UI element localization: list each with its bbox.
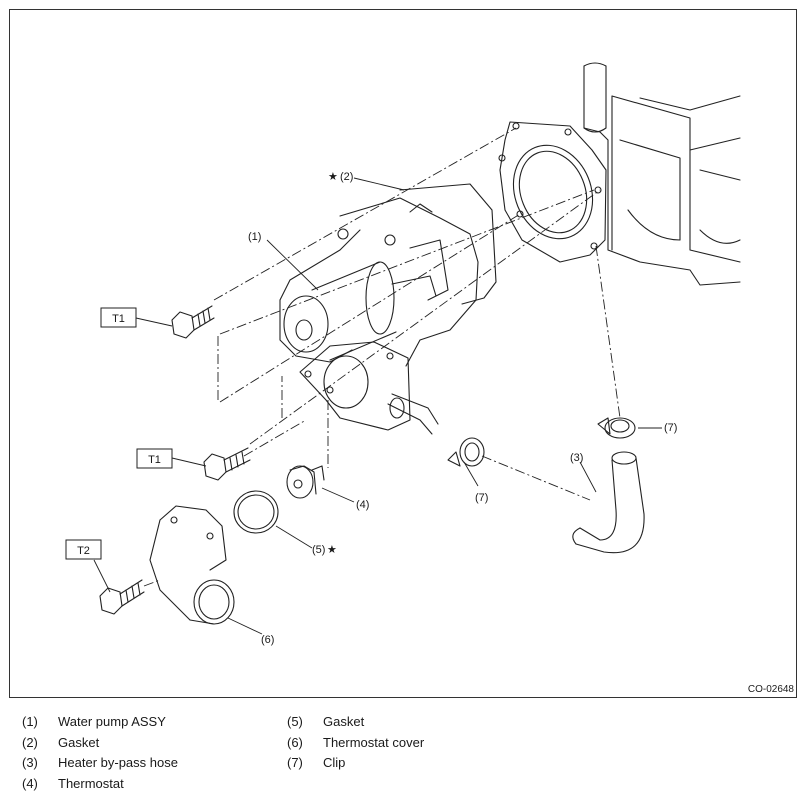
thermostat (286, 465, 325, 499)
legend-text: Gasket (58, 734, 100, 750)
leader-lines (93, 177, 662, 635)
legend-item: (6) Thermostat cover (287, 733, 424, 754)
legend-num: (1) (22, 714, 38, 729)
legend-text: Thermostat (58, 775, 124, 791)
t1-upper-box (100, 307, 137, 328)
thermostat-cover (149, 505, 235, 625)
legend-text: Clip (323, 755, 346, 770)
alignment-lines (143, 127, 621, 587)
t2-box (65, 539, 102, 560)
callout-4: (4) (356, 499, 369, 511)
legend-column-left: (1) Water pump ASSY (2) Gasket (3) Heater b… (22, 712, 178, 794)
t1-lower-label: T1 (148, 454, 161, 466)
legend-text: Thermostat cover (323, 734, 425, 750)
t1-lower-box (136, 448, 173, 469)
diagram-frame (9, 9, 797, 698)
callout-5-star: ★ (327, 544, 337, 556)
clip-lower (447, 437, 485, 467)
callout-1: (1) (248, 231, 261, 243)
torque-boxes: T1 T1 T2 (65, 307, 173, 560)
callout-3: (3) (570, 452, 583, 464)
callout-7-upper: (7) (664, 422, 677, 434)
legend-num: (2) (22, 734, 38, 750)
legend-item: (4) Thermostat (22, 774, 178, 795)
legend-item: (2) Gasket (22, 733, 178, 754)
legend-item: (3) Heater by-pass hose (22, 753, 178, 774)
legend-item: (1) Water pump ASSY (22, 712, 178, 733)
gasket-5 (233, 490, 279, 534)
legend-num: (7) (287, 755, 303, 770)
legend-item: (5) Gasket (287, 712, 424, 733)
legend-item: (7) Clip (287, 753, 424, 774)
legend-num: (6) (287, 734, 303, 750)
legend-num: (5) (287, 714, 303, 729)
legend-text: Water pump ASSY (58, 714, 166, 729)
callout-7-lower: (7) (475, 492, 488, 504)
legend-text: Heater by-pass hose (58, 755, 178, 770)
callout-2-star: ★ (328, 171, 338, 183)
callout-2: (2) (340, 171, 353, 183)
figure-code: CO-02648 (747, 684, 794, 695)
gasket-2 (399, 121, 607, 305)
water-pump-assy (279, 197, 479, 435)
heater-bypass-hose (572, 451, 645, 554)
t2-label: T2 (77, 545, 90, 557)
bolt-t1-upper (171, 305, 215, 339)
legend-num: (4) (22, 775, 38, 791)
bolt-t1-lower (203, 447, 251, 481)
engine-block (583, 62, 741, 286)
legend-text: Gasket (323, 714, 365, 729)
t1-upper-label: T1 (112, 313, 125, 325)
callout-5: (5) (312, 544, 325, 556)
callout-6: (6) (261, 634, 274, 646)
callout-labels: (1) ★ (2) (3) (4) (5) ★ (6) (7) (7) (248, 171, 677, 646)
clip-upper (597, 417, 636, 439)
legend-num: (3) (22, 755, 38, 770)
legend-column-right: (5) Gasket (6) Thermostat cover (7) Clip (287, 712, 424, 774)
parts-legend: (1) Water pump ASSY (2) Gasket (3) Heater b… (22, 712, 722, 800)
